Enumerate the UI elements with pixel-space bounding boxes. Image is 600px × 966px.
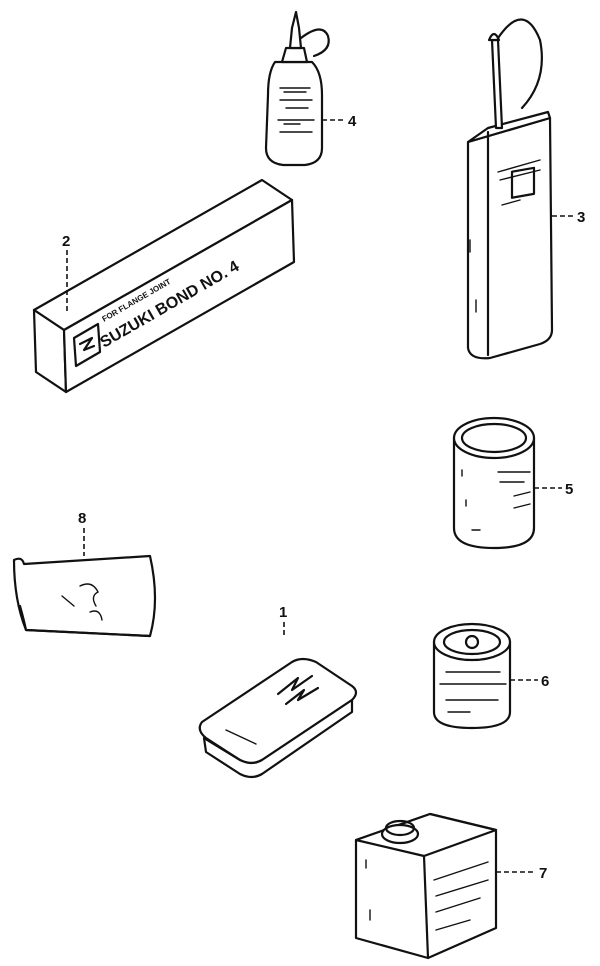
item-6-paint-can: [432, 622, 538, 730]
callout-3: 3: [577, 209, 585, 226]
callout-8: 8: [78, 510, 86, 527]
callout-4: 4: [348, 113, 357, 130]
item-2-bond-box: [32, 178, 296, 394]
callout-1: 1: [279, 604, 287, 621]
item-5-cylinder-can: [452, 416, 562, 550]
callout-6: 6: [541, 673, 549, 690]
item-8-cloth: [12, 528, 157, 638]
item-1-tool-case: [198, 622, 358, 779]
item-4-oil-bottle: [264, 10, 346, 167]
callout-5: 5: [565, 481, 573, 498]
callout-2: 2: [62, 233, 70, 250]
item-3-tall-can: [466, 18, 574, 360]
item-7-square-can: [354, 812, 536, 960]
callout-7: 7: [539, 865, 547, 882]
